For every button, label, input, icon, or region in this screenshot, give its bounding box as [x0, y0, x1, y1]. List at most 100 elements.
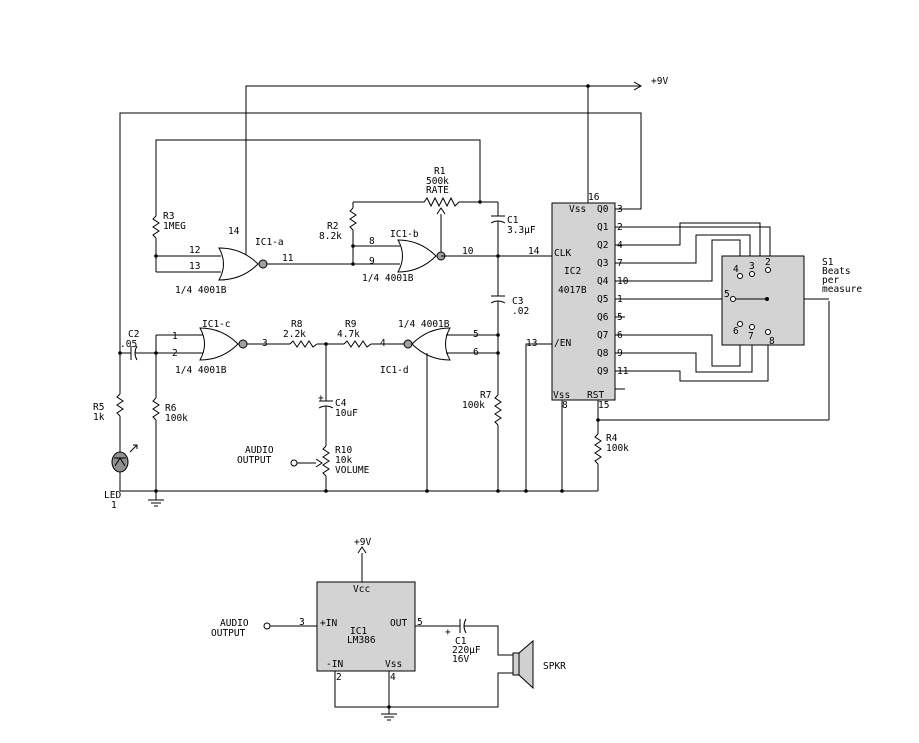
svg-text:C3: C3 [512, 296, 523, 307]
ground-rail [120, 489, 598, 507]
svg-text:+IN: +IN [320, 618, 337, 629]
svg-text:R8: R8 [291, 319, 303, 330]
r4-resistor: R4 100k [594, 301, 830, 491]
svg-text:LED: LED [104, 490, 121, 501]
svg-text:5: 5 [473, 329, 479, 340]
led-1: LED 1 [104, 444, 138, 511]
svg-text:15: 15 [598, 400, 609, 411]
ic2-output-q5: Q5 [597, 294, 608, 305]
svg-text:VOLUME: VOLUME [335, 465, 370, 476]
ic1-lm386: Vcc +IN OUT IC1 LM386 -IN Vss 3 5 2 4 [299, 581, 423, 683]
c2-capacitor: C2 .05 [118, 329, 203, 361]
svg-text:8: 8 [562, 400, 568, 411]
svg-text:/EN: /EN [554, 338, 571, 349]
svg-text:3: 3 [262, 338, 268, 349]
svg-text:4: 4 [390, 672, 396, 683]
svg-text:11: 11 [282, 253, 294, 264]
ic2-output-pin: 3 [617, 204, 623, 215]
svg-text:500k: 500k [426, 176, 449, 187]
c4-capacitor: + C4 10uF [318, 344, 358, 446]
svg-text:4017B: 4017B [558, 285, 587, 296]
svg-text:R6: R6 [165, 403, 177, 414]
speaker: SPKR [512, 639, 566, 690]
gate-ic1-b: 8 9 10 IC1-b 1/4 4001B [353, 229, 474, 284]
svg-text:16V: 16V [452, 654, 469, 665]
svg-text:4: 4 [733, 264, 739, 275]
c4-plus: + [318, 393, 324, 404]
svg-text:R2: R2 [327, 221, 338, 232]
svg-text:.05: .05 [120, 339, 137, 350]
svg-text:4.7k: 4.7k [337, 329, 360, 340]
svg-text:OUTPUT: OUTPUT [237, 455, 272, 466]
svg-text:IC1: IC1 [350, 626, 367, 637]
svg-text:IC2: IC2 [564, 266, 581, 277]
plus-9v-rail: +9V [245, 76, 668, 266]
svg-text:.02: .02 [512, 306, 529, 317]
r3-resistor: R3 1MEG [152, 139, 481, 273]
svg-text:6: 6 [473, 347, 479, 358]
svg-text:2.2k: 2.2k [283, 329, 306, 340]
svg-text:measure: measure [822, 284, 862, 295]
r7-resistor: R7 100k [462, 390, 502, 491]
r9-resistor: R9 4.7k 4 [337, 319, 404, 349]
svg-text:13: 13 [189, 261, 200, 272]
amp-ground [334, 671, 513, 721]
amp-input: AUDIO OUTPUT [211, 618, 317, 639]
svg-text:16: 16 [588, 192, 600, 203]
r10-potentiometer: R10 10k VOLUME AUDIO OUTPUT [237, 445, 370, 491]
svg-text:IC1-c: IC1-c [202, 319, 231, 330]
svg-text:C1: C1 [455, 636, 467, 647]
r6-resistor: R6 100k [152, 353, 188, 491]
ic2-output-q0: Q0 [597, 204, 609, 215]
svg-text:CLK: CLK [554, 248, 571, 259]
gate-ic1-c: 1 2 3 IC1-c 1/4 4001B [156, 319, 290, 376]
svg-text:R5: R5 [93, 402, 104, 413]
ic2-output-q1: Q1 [597, 222, 609, 233]
ic2-output-q3: Q3 [597, 258, 608, 269]
svg-text:2: 2 [172, 348, 178, 359]
svg-text:3.3µF: 3.3µF [507, 225, 536, 236]
svg-text:6: 6 [733, 326, 739, 337]
svg-text:1/4 4001B: 1/4 4001B [175, 285, 227, 296]
svg-text:1/4 4001B: 1/4 4001B [175, 365, 227, 376]
ic2-output-q4: Q4 [597, 276, 609, 287]
svg-text:1: 1 [111, 500, 117, 511]
c3-capacitor: C3 .02 [490, 295, 529, 395]
svg-text:14: 14 [528, 246, 540, 257]
svg-text:7: 7 [748, 331, 754, 342]
ic2-output-q9: Q9 [597, 366, 609, 377]
ic2-output-q6: Q6 [597, 312, 609, 323]
gate-ic1-a: 12 13 11 14 IC1-a 1/4 4001B [175, 226, 353, 296]
svg-text:2: 2 [336, 672, 342, 683]
svg-text:8: 8 [369, 236, 375, 247]
svg-text:12: 12 [189, 245, 200, 256]
svg-text:1/4 4001B: 1/4 4001B [362, 273, 414, 284]
svg-text:R1: R1 [434, 166, 446, 177]
svg-text:1/4 4001B: 1/4 4001B [398, 319, 450, 330]
svg-text:R3: R3 [163, 211, 174, 222]
svg-text:C1: C1 [507, 215, 519, 226]
c1-capacitor: C1 3.3µF [490, 202, 536, 296]
r8-resistor: R8 2.2k [283, 319, 344, 348]
svg-text:3: 3 [749, 261, 755, 272]
svg-text:1: 1 [172, 331, 178, 342]
ic2-output-q2: Q2 [597, 240, 608, 251]
svg-text:IC1-a: IC1-a [255, 237, 284, 248]
svg-text:R10: R10 [335, 445, 352, 456]
svg-text:5: 5 [417, 617, 423, 628]
svg-text:10k: 10k [335, 455, 352, 466]
svg-text:8.2k: 8.2k [319, 231, 342, 242]
svg-text:2: 2 [765, 257, 771, 268]
svg-text:-IN: -IN [326, 659, 343, 670]
svg-text:3: 3 [299, 617, 305, 628]
r2-resistor: R2 8.2k [319, 202, 357, 266]
svg-text:10: 10 [462, 246, 474, 257]
ic2-4017b: Vss 16 CLK 14 IC2 4017B /EN 13 Vss RST 8… [526, 192, 629, 411]
s1-rotary-switch: 4 3 2 5 6 7 8 S1 Beats per measure [721, 255, 862, 347]
svg-text:AUDIO: AUDIO [245, 445, 274, 456]
svg-text:4: 4 [380, 338, 386, 349]
svg-text:R4: R4 [606, 433, 618, 444]
svg-text:9: 9 [369, 256, 375, 267]
svg-text:Vss: Vss [553, 390, 570, 401]
